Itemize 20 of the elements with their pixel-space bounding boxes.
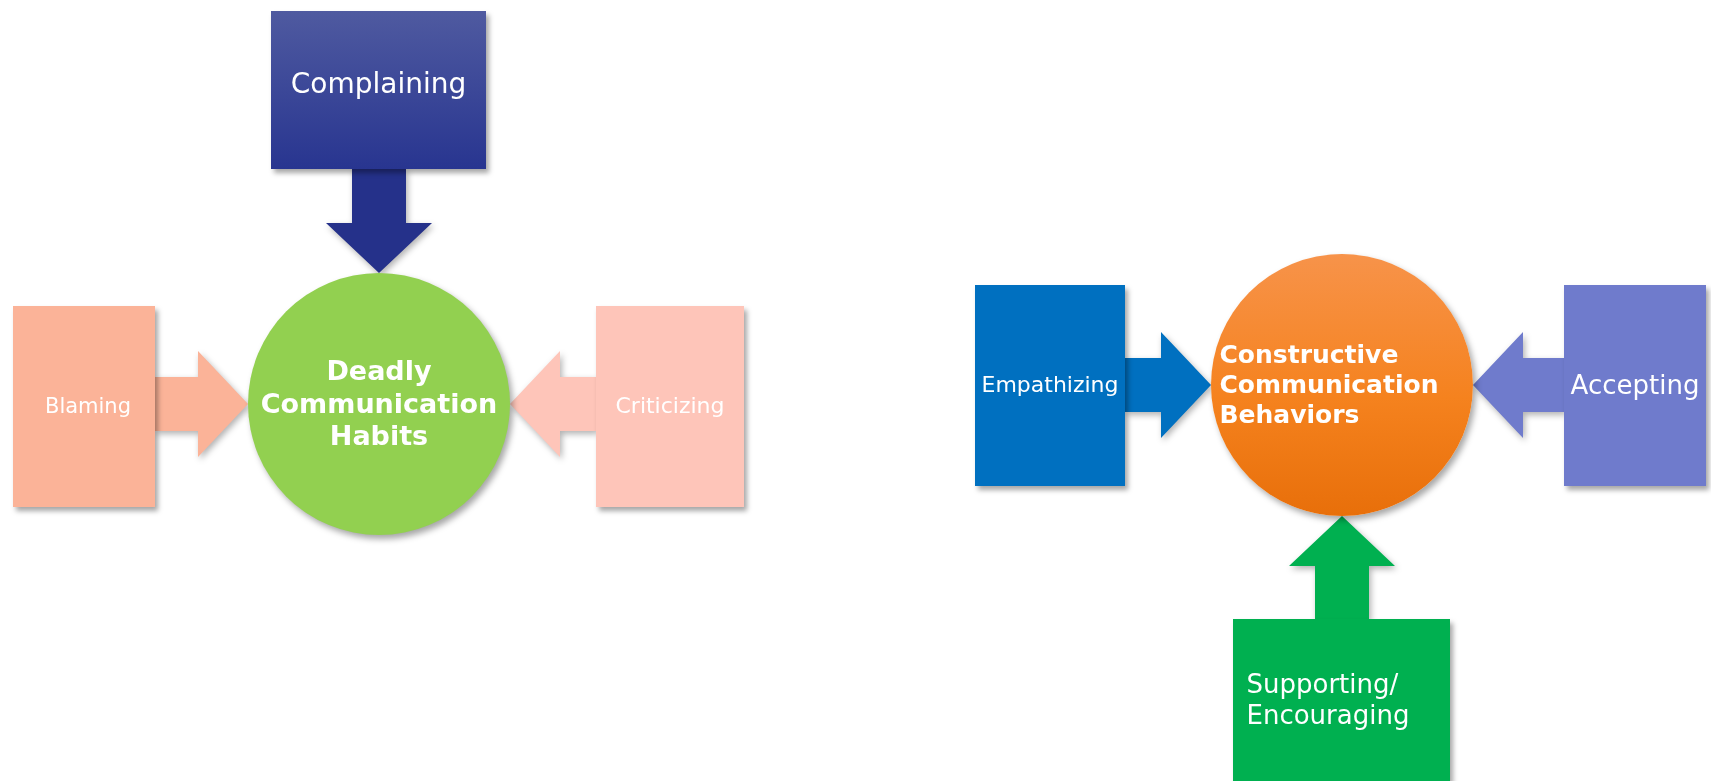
block-arrow bbox=[155, 351, 248, 457]
block-arrow bbox=[1289, 516, 1395, 619]
process-box bbox=[13, 306, 155, 507]
box-label: Supporting/ Encouraging bbox=[1246, 668, 1411, 732]
process-box bbox=[271, 11, 486, 169]
block-arrow bbox=[1125, 332, 1211, 438]
box-label: Blaming bbox=[44, 393, 131, 420]
process-box bbox=[596, 306, 744, 507]
box-label: Empathizing bbox=[981, 372, 1119, 399]
block-arrow bbox=[1473, 332, 1564, 438]
process-box bbox=[975, 285, 1125, 486]
block-arrow bbox=[326, 169, 432, 273]
box-label: Accepting bbox=[1570, 369, 1700, 402]
box-label: Criticizing bbox=[615, 393, 725, 420]
block-arrow bbox=[510, 351, 596, 457]
process-box bbox=[1233, 619, 1450, 781]
process-box bbox=[1564, 285, 1706, 486]
circle-label: Deadly Communication Habits bbox=[259, 355, 499, 453]
circle-label: Constructive Communication Behaviors bbox=[1219, 340, 1440, 430]
box-label: Complaining bbox=[290, 67, 467, 101]
